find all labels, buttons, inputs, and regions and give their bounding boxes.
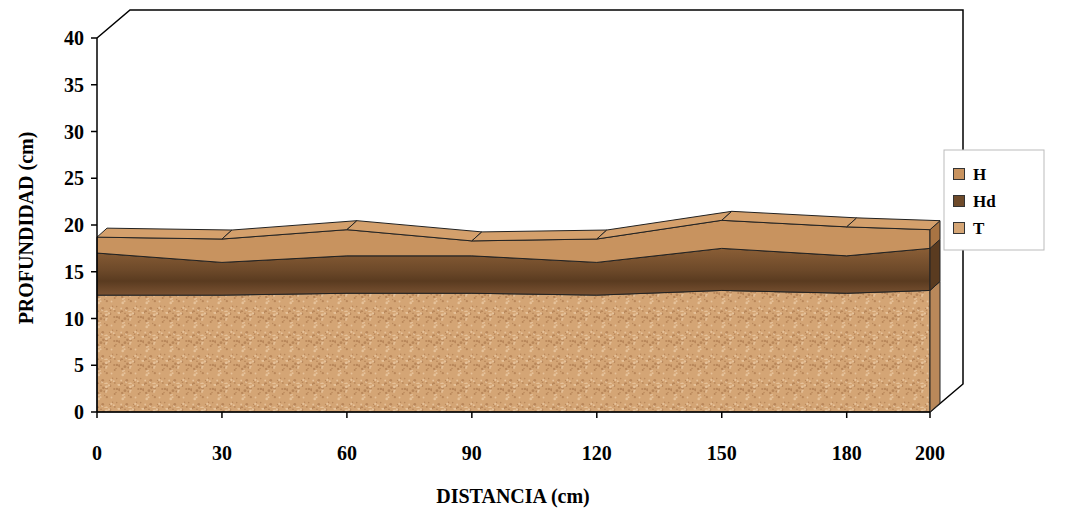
layer-h-top (97, 228, 232, 239)
y-tick (91, 271, 97, 273)
x-tick-label: 150 (707, 443, 737, 463)
y-axis-title: PROFUNDIDAD (cm) (16, 132, 36, 325)
x-tick-label: 200 (915, 443, 945, 463)
layer-h-top (847, 218, 940, 230)
y-tick (91, 318, 97, 320)
x-tick (846, 412, 848, 418)
layer-h-top (597, 211, 732, 239)
x-tick-label: 60 (337, 443, 357, 463)
y-tick-label: 30 (64, 122, 84, 142)
x-tick-label: 180 (832, 443, 862, 463)
legend-label: T (973, 220, 984, 237)
x-tick (471, 412, 473, 418)
legend-label: H (973, 166, 986, 183)
legend-swatch (953, 195, 965, 207)
y-tick (91, 411, 97, 413)
layer-h-top (472, 230, 607, 241)
x-tick-label: 90 (462, 443, 482, 463)
back-wall (97, 10, 963, 412)
y-tick (91, 365, 97, 367)
y-tick-label: 35 (64, 75, 84, 95)
x-tick (929, 412, 931, 418)
layer-h-top (222, 221, 357, 239)
y-tick-label: 20 (64, 215, 84, 235)
y-tick (91, 224, 97, 226)
x-tick (96, 412, 98, 418)
x-axis-title: DISTANCIA (cm) (436, 486, 590, 506)
x-tick (346, 412, 348, 418)
y-tick-label: 15 (64, 262, 84, 282)
layer-t (97, 290, 930, 412)
x-tick (596, 412, 598, 418)
y-tick-label: 40 (64, 28, 84, 48)
y-tick (91, 178, 97, 180)
plot (91, 10, 963, 418)
legend-label: Hd (973, 193, 996, 210)
layer-t-side (930, 281, 940, 412)
y-tick (91, 131, 97, 133)
y-tick-label: 10 (64, 309, 84, 329)
layer-h-top (347, 221, 482, 241)
x-tick (721, 412, 723, 418)
legend-frame (944, 150, 1044, 250)
y-tick-label: 25 (64, 168, 84, 188)
x-tick-label: 0 (92, 443, 102, 463)
x-tick-label: 30 (212, 443, 232, 463)
layer-h-top (722, 211, 857, 227)
x-tick (221, 412, 223, 418)
y-tick (91, 37, 97, 39)
layer-h (97, 220, 930, 262)
legend-swatch (953, 222, 965, 234)
y-tick-label: 5 (74, 355, 84, 375)
legend-swatch (953, 168, 965, 180)
y-tick (91, 84, 97, 86)
x-tick-label: 120 (582, 443, 612, 463)
y-tick-label: 0 (74, 402, 84, 422)
